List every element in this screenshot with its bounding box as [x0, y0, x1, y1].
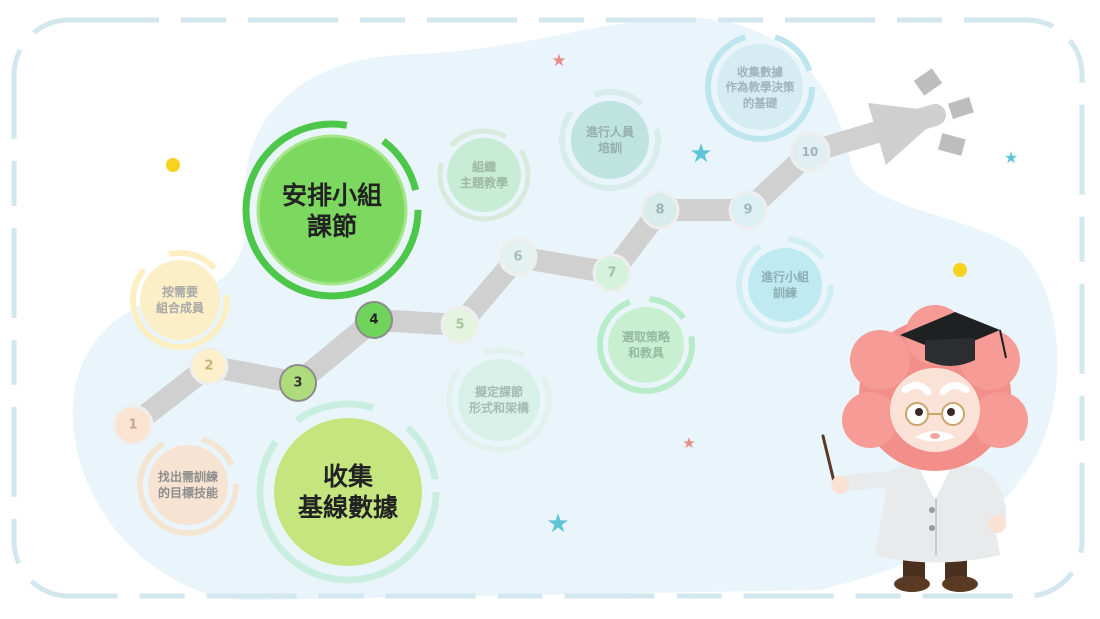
- step-number: 9: [743, 203, 752, 218]
- star-icon: ★: [551, 51, 566, 71]
- star-icon: ★: [682, 434, 695, 452]
- step-node: 2: [189, 346, 229, 386]
- label-format: 擬定課節形式和架構: [468, 384, 529, 415]
- circle-format: [458, 359, 540, 441]
- dashed-frame: [11, 17, 1085, 599]
- step-number: 10: [802, 145, 819, 159]
- label-training: 進行人員培訓: [585, 124, 634, 155]
- step-number: 1: [128, 418, 137, 433]
- step-node: 3: [279, 364, 317, 402]
- label-find-skills: 找出需訓練的目標技能: [157, 469, 218, 500]
- circle-find-skills: [148, 445, 228, 525]
- step-number: 3: [293, 376, 302, 391]
- circle-run-group-ring: [736, 236, 834, 334]
- circle-theme-ring: [437, 128, 531, 222]
- arrow-debris: [948, 96, 974, 120]
- circle-training: [571, 101, 649, 179]
- step-node: 10: [789, 131, 831, 173]
- step-number: 2: [204, 359, 213, 374]
- circle-schedule-ring: [242, 120, 422, 300]
- arrow-head: [868, 103, 945, 165]
- label-run-group: 進行小組訓練: [760, 269, 809, 300]
- star-icon: ★: [689, 139, 712, 169]
- step-node: 8: [640, 190, 680, 230]
- yellow-dot: [953, 263, 967, 277]
- circle-baseline-ring: [256, 400, 440, 584]
- star-icon: ★: [546, 509, 569, 539]
- step-node: 7: [592, 253, 632, 293]
- circle-decision-ring: [705, 32, 815, 142]
- circle-group-ring: [130, 250, 230, 350]
- arrow-debris: [938, 133, 966, 156]
- circle-find-skills-ring: [137, 434, 239, 536]
- star-icon: ★: [1004, 148, 1018, 167]
- label-theme: 組織主題教學: [459, 159, 508, 190]
- step-number: 6: [513, 250, 522, 265]
- circle-decision: [717, 44, 803, 130]
- label-group-members: 按需要組合成員: [155, 284, 204, 315]
- circle-strategy: [608, 307, 684, 383]
- yellow-dot: [166, 158, 180, 172]
- circle-format-ring: [446, 347, 552, 453]
- circle-baseline: [274, 418, 422, 566]
- label-baseline: 收集基線數據: [297, 461, 398, 522]
- label-decision: 收集數據作為教學決策的基礎: [725, 64, 795, 110]
- professor-mascot: [821, 305, 1028, 592]
- circle-strategy-ring: [597, 296, 695, 394]
- step-node: 4: [355, 301, 393, 339]
- step-number: 4: [369, 313, 378, 328]
- step-node: 1: [112, 404, 154, 446]
- label-strategy: 選取策略和教具: [621, 329, 670, 360]
- step-node: 6: [498, 237, 538, 277]
- circle-training-ring: [559, 89, 661, 191]
- step-node: 9: [728, 190, 768, 230]
- circle-run-group: [748, 248, 822, 322]
- step-node: 5: [440, 305, 480, 345]
- circle-schedule: [256, 134, 408, 286]
- arrow-debris: [913, 68, 943, 96]
- step-number: 5: [455, 318, 464, 333]
- step-number: 8: [655, 203, 664, 218]
- circle-group: [140, 260, 220, 340]
- step-number: 7: [607, 266, 616, 281]
- circle-theme: [447, 138, 521, 212]
- label-schedule: 安排小組課節: [281, 180, 382, 241]
